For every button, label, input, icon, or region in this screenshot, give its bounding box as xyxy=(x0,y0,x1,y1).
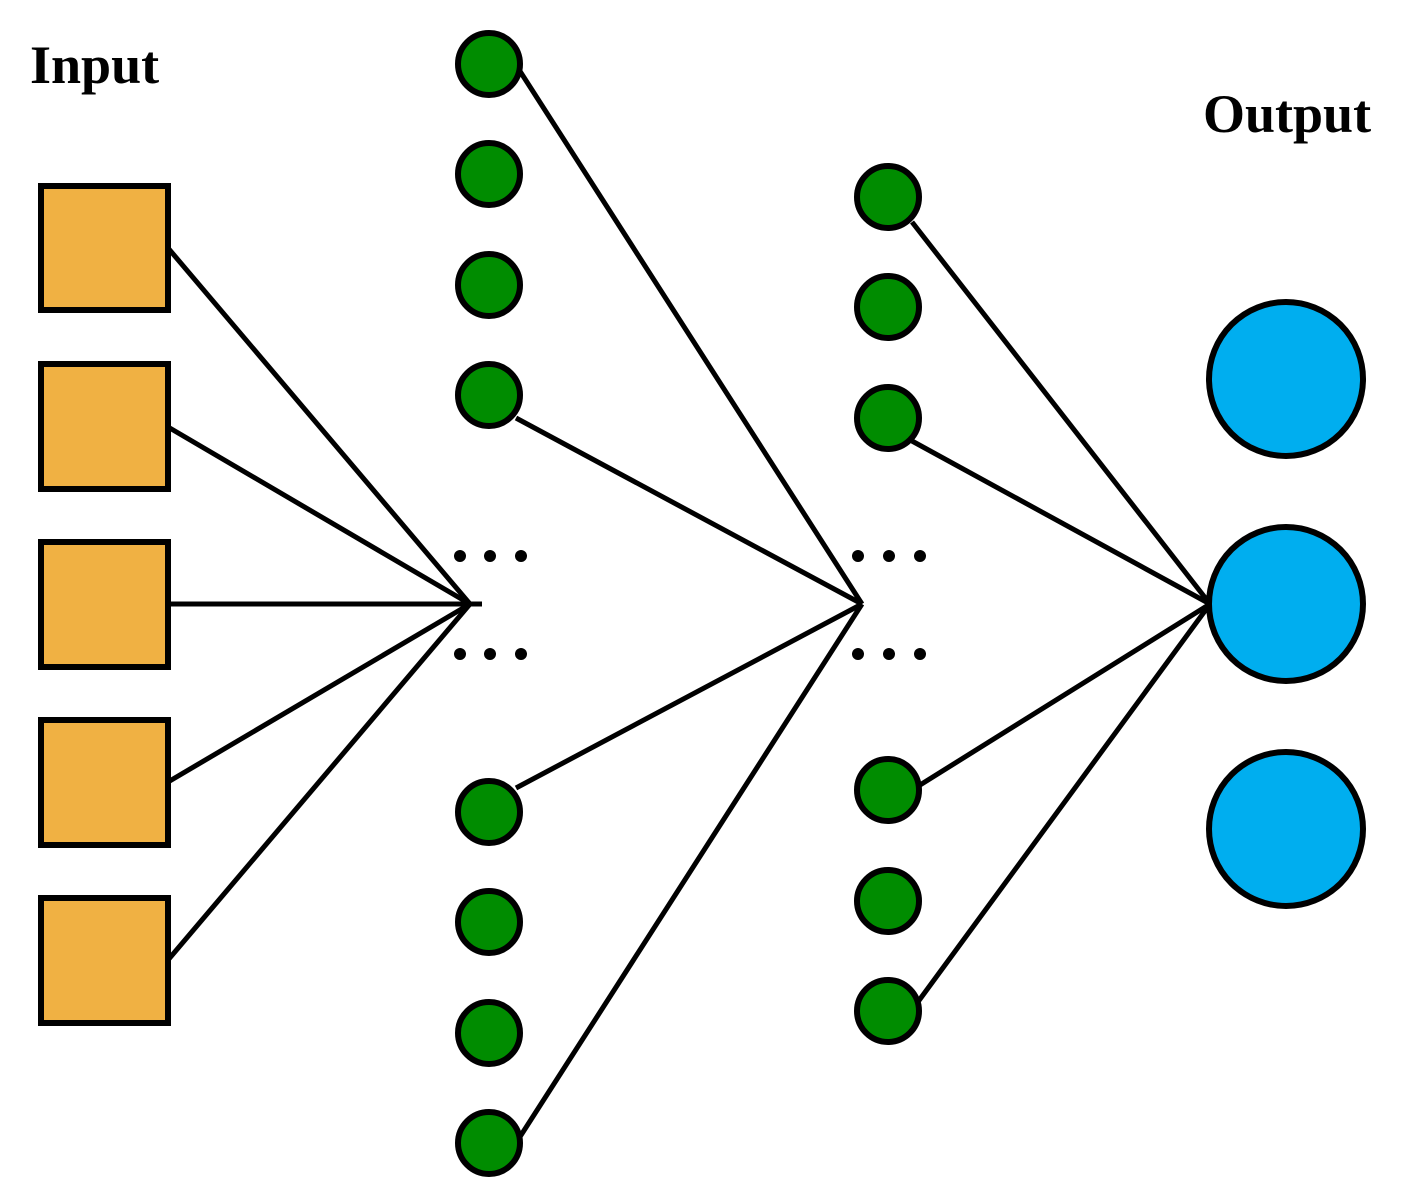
output-layer xyxy=(1206,299,1366,909)
hidden-layer-1-ellipsis xyxy=(454,550,527,660)
ellipsis-dot xyxy=(883,648,895,660)
connection-line xyxy=(514,415,864,607)
input-node xyxy=(38,895,171,1026)
ellipsis-dot xyxy=(852,648,864,660)
ellipsis-dot xyxy=(914,550,926,562)
connection-line xyxy=(910,601,1212,793)
ellipsis-dot xyxy=(484,648,496,660)
hidden-node xyxy=(455,999,523,1067)
ellipsis-dot xyxy=(883,550,895,562)
hidden-node xyxy=(854,977,922,1045)
hidden-node xyxy=(854,756,922,824)
hidden-node xyxy=(455,30,523,98)
connection-line xyxy=(514,601,864,791)
connection-line xyxy=(166,246,472,606)
hidden-layer-2-ellipsis xyxy=(852,550,926,660)
hidden-node xyxy=(854,273,922,341)
hidden-layer-2 xyxy=(854,163,922,1045)
connection-line xyxy=(513,63,865,606)
hidden-node xyxy=(455,778,523,846)
ellipsis-dot xyxy=(515,550,527,562)
output-node xyxy=(1206,749,1366,909)
connections xyxy=(166,63,1213,1145)
input-node xyxy=(38,361,171,492)
ellipsis-dot xyxy=(484,550,496,562)
hidden-node xyxy=(455,1109,523,1177)
connection-line xyxy=(909,602,1213,1012)
connection-line xyxy=(513,602,865,1145)
output-node xyxy=(1206,299,1366,459)
ellipsis-dot xyxy=(914,648,926,660)
hidden-node xyxy=(455,361,523,429)
output-node xyxy=(1206,524,1366,684)
connection-line xyxy=(910,438,1212,607)
input-node xyxy=(38,539,171,670)
connection-line xyxy=(166,424,472,607)
hidden-node xyxy=(455,888,523,956)
hidden-node xyxy=(854,867,922,935)
ellipsis-dot xyxy=(515,648,527,660)
ellipsis-dot xyxy=(852,550,864,562)
output-label: Output xyxy=(1203,84,1371,144)
ellipsis-dot xyxy=(454,648,466,660)
input-node xyxy=(38,183,171,313)
input-node xyxy=(38,717,171,848)
connection-line xyxy=(910,220,1212,606)
input-label: Input xyxy=(30,35,159,95)
hidden-node xyxy=(854,384,922,452)
input-layer xyxy=(38,183,171,1026)
hidden-node xyxy=(455,140,523,208)
hidden-node xyxy=(455,251,523,319)
hidden-node xyxy=(854,163,922,231)
hidden-layer-1 xyxy=(455,30,523,1177)
connection-line xyxy=(166,602,472,962)
ellipsis-dot xyxy=(454,550,466,562)
connection-line xyxy=(166,601,472,785)
